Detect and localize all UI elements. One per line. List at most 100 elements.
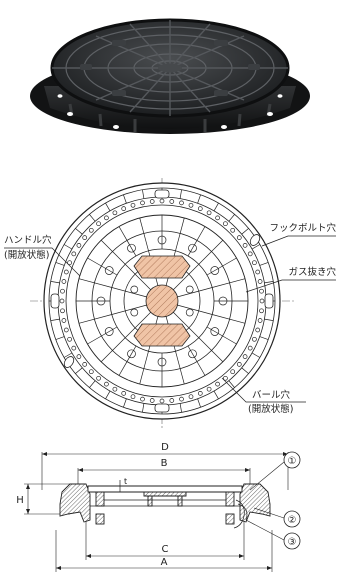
hatched-zone-top <box>133 255 191 279</box>
bead <box>104 215 109 221</box>
rim-tick <box>105 390 111 400</box>
rim-tick <box>142 403 145 413</box>
rim-tick <box>179 403 182 413</box>
bead <box>169 398 175 403</box>
pattern-spoke <box>173 263 200 290</box>
bead <box>206 210 212 216</box>
pattern-spoke <box>206 257 237 276</box>
bead <box>215 215 220 221</box>
rim-tick <box>259 262 269 266</box>
bead <box>96 221 101 227</box>
pattern-boss <box>185 308 194 317</box>
bead <box>104 381 109 387</box>
rim-tick <box>241 228 249 235</box>
rim-tick <box>197 398 201 408</box>
pattern-boss <box>157 357 167 367</box>
bead <box>179 200 184 206</box>
bead <box>197 391 203 396</box>
pattern-spoke <box>118 345 137 376</box>
bead <box>169 199 175 204</box>
pattern-spoke <box>198 337 224 363</box>
pattern-spoke <box>206 326 237 345</box>
pattern-spoke <box>111 304 147 315</box>
bead <box>159 198 165 204</box>
bead <box>255 327 261 333</box>
bead <box>257 318 263 323</box>
pattern-spoke <box>87 257 118 276</box>
bead <box>206 386 212 392</box>
bead <box>188 202 194 208</box>
callout-3: ③ <box>288 537 297 548</box>
bead <box>223 221 228 227</box>
bead <box>82 235 88 240</box>
bead <box>130 202 136 208</box>
bead <box>71 251 77 257</box>
pattern-spoke <box>187 345 206 376</box>
rim-tick <box>75 228 83 235</box>
pattern-spoke <box>87 326 118 345</box>
bead <box>252 260 257 266</box>
bead <box>71 345 77 351</box>
hook-bolt-hole-label: フックボルト穴 <box>269 222 336 234</box>
pattern-boss <box>127 349 136 359</box>
pattern-boss <box>104 266 114 275</box>
pattern-spoke <box>111 287 147 298</box>
pattern-spoke <box>175 217 185 251</box>
bead <box>159 398 165 404</box>
bead <box>259 288 264 294</box>
rim-tick <box>251 352 261 358</box>
pattern-boss <box>96 296 106 306</box>
bar-hole-label: バール穴 <box>252 389 291 401</box>
bead <box>60 308 65 314</box>
bead <box>236 362 242 367</box>
gas-vent-hole-label: ガス抜き穴 <box>288 266 336 278</box>
bead <box>121 206 127 211</box>
rim-tick <box>75 367 83 374</box>
pattern-spoke <box>177 287 213 298</box>
bead <box>140 200 145 206</box>
hatched-zone-bottom <box>133 323 191 347</box>
rim-tick <box>89 214 96 222</box>
rim-tick <box>213 390 219 400</box>
rim-tick <box>123 398 127 408</box>
pattern-boss <box>218 296 228 306</box>
rim-tick <box>213 202 219 212</box>
rim-tick <box>264 318 274 321</box>
pattern-boss <box>130 308 139 317</box>
rim-tick <box>228 214 235 222</box>
callout-2: ② <box>288 515 297 526</box>
rim-tick <box>63 352 73 358</box>
bead <box>259 308 264 314</box>
rim-tick <box>123 194 127 204</box>
pattern-spoke <box>187 226 206 257</box>
bead <box>242 354 248 359</box>
pattern-boss <box>188 243 197 253</box>
rim-tick <box>63 244 73 250</box>
bead-ring <box>59 198 265 404</box>
bead <box>67 260 72 266</box>
bead <box>59 298 65 304</box>
rim-tick <box>228 380 235 388</box>
pattern-boss <box>210 327 220 336</box>
dim-d-label: D <box>161 442 169 453</box>
rim-tick <box>55 262 65 266</box>
bead <box>215 381 220 387</box>
bead <box>88 369 94 375</box>
rim-tick <box>50 318 60 321</box>
rim-tick <box>197 194 201 204</box>
pattern-spoke <box>198 239 224 265</box>
pattern-spoke <box>175 351 185 385</box>
pattern-boss <box>130 285 139 294</box>
pattern-boss <box>185 285 194 294</box>
rim-tick <box>251 244 261 250</box>
bead <box>247 345 253 351</box>
bead <box>61 279 67 284</box>
bead <box>247 251 253 257</box>
section-view: D B H t C A ① ② ③ <box>16 442 301 572</box>
bead <box>82 362 88 367</box>
rim-tick <box>89 380 96 388</box>
pattern-spoke <box>124 263 151 290</box>
bead <box>149 199 155 204</box>
cover-photo <box>30 18 310 134</box>
